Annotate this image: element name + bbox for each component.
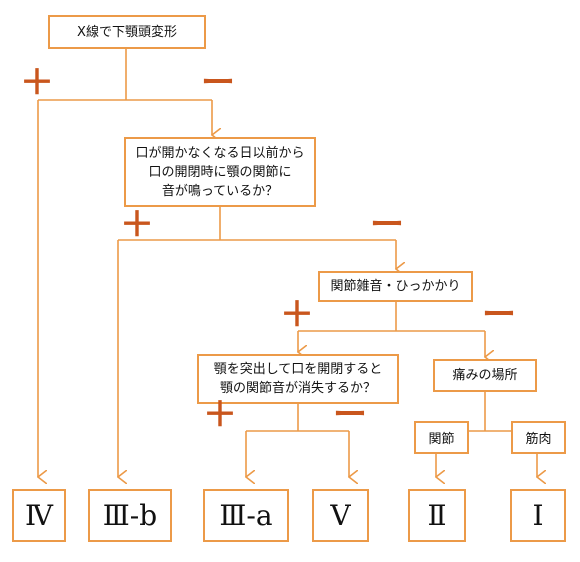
branch-minus-sign: ー xyxy=(201,63,235,103)
start-node: X線で下顎頭変形 xyxy=(48,15,206,49)
result-iii-b-box: Ⅲ-b xyxy=(88,489,172,542)
result-iv-label: Ⅳ xyxy=(25,499,53,532)
result-ii-box: Ⅱ xyxy=(408,489,466,542)
result-iii-a-box: Ⅲ-a xyxy=(203,489,289,542)
result-iv-box: Ⅳ xyxy=(12,489,66,542)
joint-label: 関節 xyxy=(428,432,455,447)
question-3-node: 顎を突出して口を開閉すると 顎の関節音が消失するか？ xyxy=(197,354,399,404)
result-v-box: Ⅴ xyxy=(312,489,369,542)
question-3-label: 顎を突出して口を開閉すると 顎の関節音が消失するか？ xyxy=(213,362,383,396)
question-2-label: 関節雑音・ひっかかり xyxy=(330,279,461,294)
branch-plus-sign: ＋ xyxy=(280,295,314,335)
result-ii-label: Ⅱ xyxy=(427,499,447,532)
start-node-label: X線で下顎頭変形 xyxy=(77,24,177,40)
joint-node: 関節 xyxy=(414,421,469,454)
branch-minus-sign: ー xyxy=(370,205,404,245)
question-4-label: 痛みの場所 xyxy=(452,368,518,383)
question-1-node: 口が開かなくなる日以前から 口の開閉時に顎の関節に 音が鳴っているか？ xyxy=(124,137,316,207)
question-1-label: 口が開かなくなる日以前から 口の開閉時に顎の関節に 音が鳴っているか？ xyxy=(135,145,305,199)
muscle-label: 筋肉 xyxy=(525,432,552,447)
question-2-node: 関節雑音・ひっかかり xyxy=(318,271,473,302)
branch-plus-sign: ＋ xyxy=(20,63,54,103)
branch-plus-sign: ＋ xyxy=(120,205,154,245)
result-v-label: Ⅴ xyxy=(330,499,351,532)
muscle-node: 筋肉 xyxy=(511,421,566,454)
branch-plus-sign: ＋ xyxy=(203,395,237,435)
branch-minus-sign: ー xyxy=(333,395,367,435)
result-i-box: Ⅰ xyxy=(510,489,566,542)
result-iii-b-label: Ⅲ-b xyxy=(102,499,158,532)
result-iii-a-label: Ⅲ-a xyxy=(219,499,273,532)
question-4-node: 痛みの場所 xyxy=(433,359,537,392)
result-i-label: Ⅰ xyxy=(532,499,544,532)
branch-minus-sign: ー xyxy=(482,295,516,335)
